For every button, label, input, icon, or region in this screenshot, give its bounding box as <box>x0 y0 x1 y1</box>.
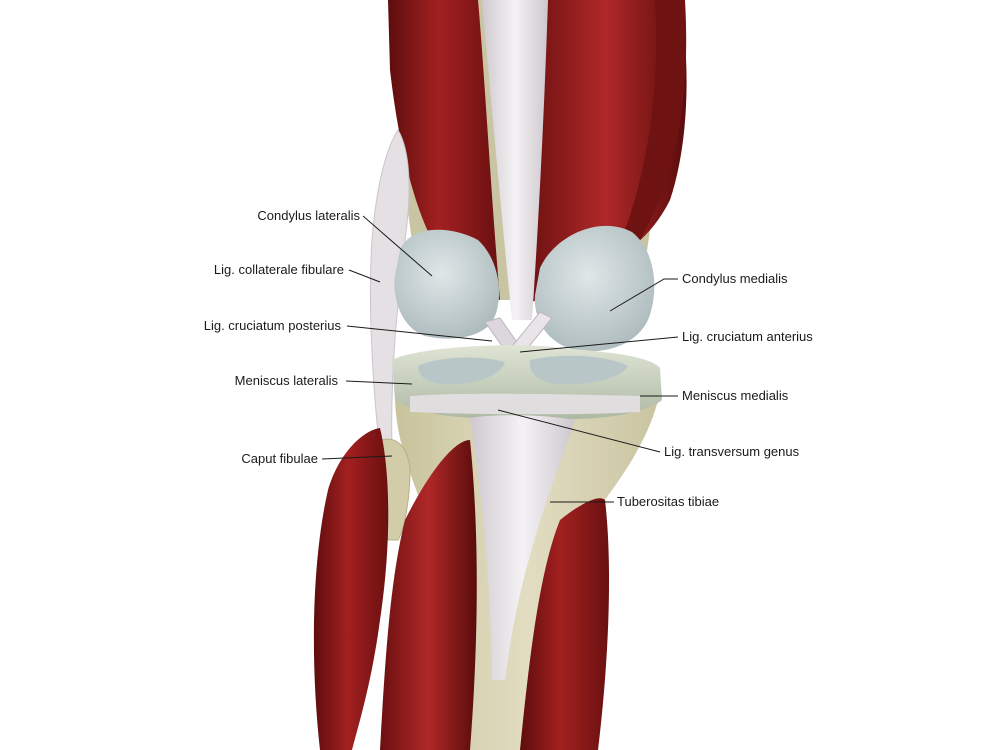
label-condylus-lateralis: Condylus lateralis <box>257 208 360 223</box>
peroneus-muscle <box>313 428 389 750</box>
leader-condylus-lateralis <box>362 215 433 277</box>
leader-caput-fibulae <box>321 455 393 460</box>
lig-transversum-genus-shape <box>410 393 640 415</box>
leader-condylus-medialis <box>609 278 678 312</box>
condylus-medialis-shape <box>534 225 655 352</box>
quadriceps-tendon <box>482 0 548 320</box>
leader-lines <box>321 215 679 503</box>
condylus-lateralis-shape <box>394 229 500 339</box>
vastus-medialis-muscle <box>525 0 687 305</box>
label-tuberositas-tibiae: Tuberositas tibiae <box>617 494 720 509</box>
leader-lig-cruciatum-anterius <box>519 336 679 353</box>
patellar-ligament <box>470 415 575 680</box>
gastrocnemius-medial-muscle <box>520 498 610 750</box>
label-meniscus-lateralis: Meniscus lateralis <box>234 373 338 388</box>
label-condylus-medialis: Condylus medialis <box>682 271 788 286</box>
vastus-lateralis-muscle <box>388 0 500 300</box>
tibial-plateau-lateral <box>418 357 505 385</box>
label-lig-cruciatum-anterius: Lig. cruciatum anterius <box>682 329 813 344</box>
label-caput-fibulae: Caput fibulae <box>241 451 318 466</box>
sartorius-muscle <box>625 0 687 240</box>
leader-meniscus-lateralis <box>345 380 413 385</box>
label-lig-transversum-genus: Lig. transversum genus <box>664 444 800 459</box>
leader-lig-collaterale-fibulare <box>348 269 381 283</box>
leader-lig-transversum-genus <box>497 409 661 453</box>
label-lig-cruciatum-posterius: Lig. cruciatum posterius <box>203 318 341 333</box>
label-meniscus-medialis: Meniscus medialis <box>682 388 789 403</box>
tibialis-anterior-muscle <box>380 440 477 750</box>
label-lig-collaterale-fibulare: Lig. collaterale fibulare <box>213 262 344 277</box>
leader-lig-cruciatum-posterius <box>346 325 493 342</box>
tibial-plateau-medial <box>529 355 628 385</box>
